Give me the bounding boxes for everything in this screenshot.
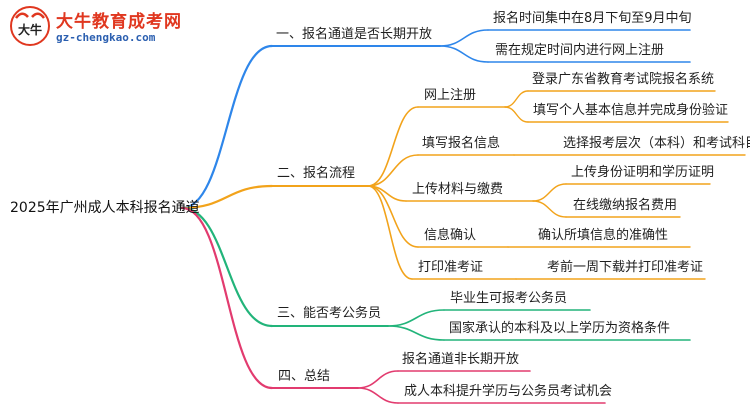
branch-3-leaf-2[interactable]: 国家承认的本科及以上学历为资格条件 xyxy=(449,321,671,336)
step-3-label[interactable]: 上传材料与缴费 xyxy=(412,182,504,197)
branch-4-label[interactable]: 四、总结 xyxy=(278,369,331,384)
step-2-leaf-1[interactable]: 选择报考层次（本科）和考试科目 xyxy=(563,136,750,151)
connector-b2-step-4 xyxy=(367,185,419,248)
step-1-leaf-1[interactable]: 登录广东省教育考试院报名系统 xyxy=(532,72,715,87)
step-5-leaf-1[interactable]: 考前一周下载并打印准考证 xyxy=(547,260,704,275)
connector-step1-leaf-2 xyxy=(504,106,529,123)
step-2-label[interactable]: 填写报名信息 xyxy=(422,136,501,151)
step-5-label[interactable]: 打印准考证 xyxy=(418,260,484,275)
bull-logo-icon: 大牛 xyxy=(10,6,50,46)
connector-root-branch-1 xyxy=(180,44,274,210)
branch-2-label[interactable]: 二、报名流程 xyxy=(277,166,356,181)
connector-root-branch-4 xyxy=(180,206,274,390)
step-3-leaf-1[interactable]: 上传身份证明和学历证明 xyxy=(571,165,715,180)
connector-step3-leaf-2 xyxy=(532,200,567,218)
connector-root-branch-3 xyxy=(180,206,274,328)
step-1-label[interactable]: 网上注册 xyxy=(424,88,477,103)
logo-site-url: gz-chengkao.com xyxy=(56,31,156,44)
step-4-leaf-1[interactable]: 确认所填信息的准确性 xyxy=(538,228,669,243)
connector-b3-leaf-1 xyxy=(387,309,445,327)
logo-site-name: 大牛教育成考网 xyxy=(56,12,182,32)
site-logo[interactable]: 大牛 大牛教育成考网 gz-chengkao.com xyxy=(8,4,208,50)
branch-1-leaf-1[interactable]: 报名时间集中在8月下旬至9月中旬 xyxy=(493,11,692,26)
step-3-leaf-2[interactable]: 在线缴纳报名费用 xyxy=(573,198,678,213)
connector-root-branch-2 xyxy=(180,184,274,210)
connector-b4-leaf-1 xyxy=(357,370,399,389)
root-topic[interactable]: 2025年广州成人本科报名通道 xyxy=(10,200,200,216)
branch-3-label[interactable]: 三、能否考公务员 xyxy=(277,306,382,321)
connector-b2-step-1 xyxy=(367,106,419,187)
connector-b2-step-2 xyxy=(367,154,419,187)
step-1-leaf-2[interactable]: 填写个人基本信息并完成身份验证 xyxy=(533,103,729,118)
connector-step3-leaf-1 xyxy=(532,183,567,202)
connector-b4-leaf-2 xyxy=(357,387,399,404)
logo-mark-text: 大牛 xyxy=(18,22,42,37)
branch-1-label[interactable]: 一、报名通道是否长期开放 xyxy=(276,27,433,42)
branch-3-leaf-1[interactable]: 毕业生可报考公务员 xyxy=(450,291,568,306)
connector-b1-leaf-1 xyxy=(439,29,489,47)
connector-b2-step-5 xyxy=(367,185,413,280)
connector-b1-leaf-2 xyxy=(439,45,489,63)
branch-1-leaf-2[interactable]: 需在规定时间内进行网上注册 xyxy=(495,43,665,58)
step-4-label[interactable]: 信息确认 xyxy=(424,228,477,243)
connector-b3-leaf-2 xyxy=(387,325,445,341)
branch-4-leaf-1[interactable]: 报名通道非长期开放 xyxy=(402,352,520,367)
connector-step1-leaf-1 xyxy=(504,90,529,108)
branch-4-leaf-2[interactable]: 成人本科提升学历与公务员考试机会 xyxy=(404,384,613,399)
